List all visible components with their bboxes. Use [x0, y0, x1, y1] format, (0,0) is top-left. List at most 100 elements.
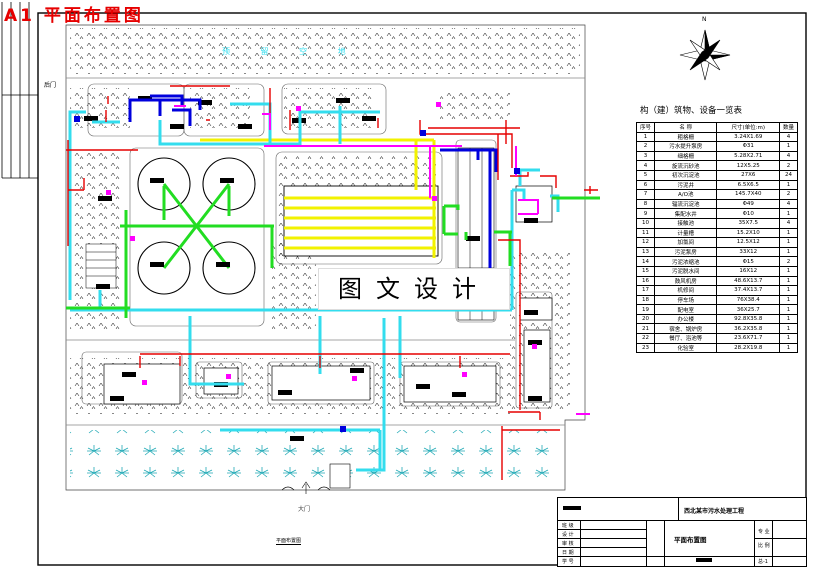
col-header: 名 称 — [653, 122, 718, 133]
table-cell: 污泥浓缩池 — [653, 256, 718, 267]
pipe-green — [66, 196, 600, 318]
green-label: 预 留 空 地 — [222, 47, 360, 56]
clarifier-distribution-lines — [120, 183, 274, 269]
table-cell: 计量槽 — [653, 227, 718, 239]
north-label: N — [702, 16, 707, 23]
table-header-row: 序号 名 称 尺寸(单位:m) 数量 — [636, 122, 799, 133]
sheet-title: A1 平面布置图 — [4, 6, 144, 26]
table-cell: 22 — [636, 333, 655, 344]
table-cell: 粗格栅 — [653, 131, 718, 143]
drawing-name: 平面布置图 — [674, 536, 707, 544]
table-cell: 1 — [778, 313, 799, 325]
table-cell: 1 — [778, 246, 799, 258]
table-cell: 污泥脱水间 — [653, 265, 718, 277]
table-cell: 27X6 — [716, 169, 780, 181]
site-boundary — [65, 24, 586, 491]
watermark: 图文设计 — [318, 268, 510, 310]
table-cell: 4 — [778, 150, 799, 162]
table-cell: 36.2X35.8 — [716, 323, 780, 335]
table-cell: 办公楼 — [653, 313, 718, 325]
tb-label: 比 例 — [758, 543, 770, 549]
table-cell: 145.7X40 — [716, 189, 780, 200]
table-cell: 4 — [636, 160, 655, 171]
magenta-markers — [106, 102, 537, 385]
table-cell: 1 — [778, 141, 799, 152]
table-cell: 92.8X35.8 — [716, 313, 780, 325]
table-cell: 接触池 — [653, 217, 718, 229]
table-cell: 1 — [778, 208, 799, 219]
table-cell: 16X12 — [716, 265, 780, 277]
table-cell: 1 — [778, 275, 799, 287]
table-cell: 3.24X1.69 — [716, 131, 780, 143]
table-cell: 24 — [778, 169, 799, 181]
tb-label: 日 期 — [562, 550, 574, 556]
table-cell: 76X38.4 — [716, 294, 780, 306]
table-cell: 6.5X6.5 — [716, 179, 780, 191]
title-block: 西北某市污水处理工程 班 级 设 计 审 核 日 期 学 号 平面布置图 专 业… — [557, 497, 807, 567]
table-cell: 48.6X13.7 — [716, 275, 780, 287]
table-cell: Φ31 — [716, 141, 780, 152]
blue-markers — [74, 116, 520, 432]
table-cell: 37.4X13.7 — [716, 285, 780, 296]
table-cell: 1 — [778, 342, 799, 354]
table-cell: 1 — [778, 237, 799, 248]
plan-caption: 平面布置图 — [276, 538, 302, 545]
sludge-dewatering — [85, 243, 117, 289]
table-cell: 5 — [636, 169, 655, 181]
table-cell: 21 — [636, 323, 655, 335]
equipment-table-title: 构（建）筑物、设备一览表 — [640, 106, 743, 116]
table-cell: 配电室 — [653, 304, 718, 315]
table-cell: 污水提升泵房 — [653, 141, 718, 152]
table-cell: 36X25.7 — [716, 304, 780, 315]
table-cell: 2 — [778, 160, 799, 171]
main-gate — [281, 463, 351, 494]
table-cell: 1 — [636, 131, 655, 143]
table-cell: 加氯间 — [653, 237, 718, 248]
table-cell: 4 — [778, 198, 799, 210]
table-cell: 4 — [778, 217, 799, 229]
table-cell: 18 — [636, 294, 655, 306]
table-cell: 1 — [778, 265, 799, 277]
table-cell: 餐厅、浴池等 — [653, 333, 718, 344]
table-cell: 19 — [636, 304, 655, 315]
table-cell: 14 — [636, 256, 655, 267]
table-cell: 15 — [636, 265, 655, 277]
table-cell: 1 — [778, 294, 799, 306]
tb-label: 学 号 — [562, 559, 574, 565]
table-cell: 初次沉淀池 — [653, 169, 718, 181]
table-cell: Φ10 — [716, 208, 780, 219]
table-cell: 1 — [778, 179, 799, 191]
table-cell: 23 — [636, 342, 655, 354]
table-cell: 旋流沉砂池 — [653, 160, 718, 171]
table-cell: 辐流沉淀池 — [653, 198, 718, 210]
table-cell: 12 — [636, 237, 655, 248]
table-cell: 6 — [636, 179, 655, 191]
table-cell: 1 — [778, 333, 799, 344]
table-cell: 10 — [636, 217, 655, 229]
table-cell: 16 — [636, 275, 655, 287]
table-cell: 鼓风机房 — [653, 275, 718, 287]
table-cell: 污泥井 — [653, 179, 718, 191]
col-header: 尺寸(单位:m) — [716, 122, 780, 133]
drawing-number: 总-1 — [758, 559, 768, 565]
pipe-blue — [128, 94, 498, 270]
table-cell: 11 — [636, 227, 655, 239]
table-cell: 13 — [636, 246, 655, 258]
table-cell: 8 — [636, 198, 655, 210]
table-cell: 集配水井 — [653, 208, 718, 219]
table-cell: Φ49 — [716, 198, 780, 210]
